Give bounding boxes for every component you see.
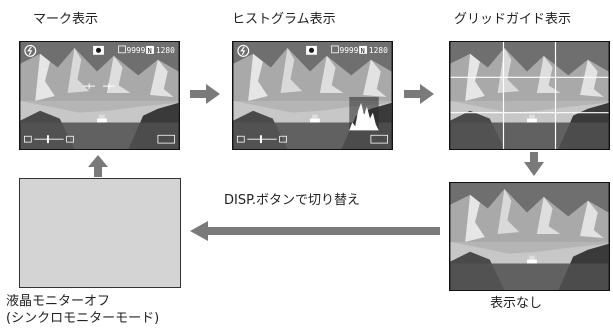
grid-lines bbox=[450, 42, 609, 149]
arrow-left-icon bbox=[190, 221, 440, 241]
landscape-image bbox=[20, 42, 179, 149]
battery-icon bbox=[157, 134, 175, 144]
screen-grid-guide-display bbox=[449, 41, 610, 150]
image-size: 1280 bbox=[369, 46, 388, 55]
memory-icon bbox=[118, 45, 126, 54]
landscape-image bbox=[450, 183, 609, 290]
label-grid-guide-display: グリッドガイド表示 bbox=[454, 12, 572, 27]
focus-frame bbox=[83, 83, 115, 90]
arrow-right-icon bbox=[404, 84, 434, 104]
label-mark-display: マーク表示 bbox=[33, 12, 99, 27]
camera-mode-icon bbox=[306, 45, 317, 55]
exposure-bar bbox=[237, 135, 287, 144]
remaining-count: 9999 bbox=[126, 46, 145, 55]
overlay-marks: 9999 N 1280 bbox=[237, 44, 388, 144]
flash-off-icon bbox=[24, 44, 37, 57]
screen-histogram-display: 9999 N 1280 bbox=[232, 41, 393, 150]
quality-badge: N bbox=[361, 47, 365, 55]
flash-off-icon bbox=[237, 44, 250, 57]
arrow-right-icon bbox=[190, 84, 220, 104]
arrow-down-icon bbox=[524, 152, 544, 176]
label-sync-monitor-mode: (シンクロモニターモード) bbox=[6, 311, 160, 326]
label-disp-button-switch: DISP.ボタンで切り替え bbox=[224, 193, 361, 208]
remaining-count: 9999 bbox=[339, 46, 358, 55]
label-monitor-off: 液晶モニターオフ bbox=[6, 294, 111, 309]
arrow-up-icon bbox=[88, 155, 108, 177]
label-no-display: 表示なし bbox=[490, 296, 543, 311]
memory-icon bbox=[331, 45, 339, 54]
exposure-bar bbox=[24, 135, 74, 144]
label-histogram-display: ヒストグラム表示 bbox=[232, 12, 336, 27]
camera-mode-icon bbox=[93, 45, 104, 55]
screen-mark-display: 9999 N 1280 bbox=[19, 41, 180, 150]
screen-no-display bbox=[449, 182, 610, 291]
overlay-marks: 9999 N 1280 bbox=[24, 44, 175, 144]
histogram-graph bbox=[349, 96, 379, 131]
screen-monitor-off bbox=[19, 178, 181, 288]
quality-badge: N bbox=[148, 47, 152, 55]
image-size: 1280 bbox=[156, 46, 175, 55]
battery-icon bbox=[370, 134, 388, 144]
